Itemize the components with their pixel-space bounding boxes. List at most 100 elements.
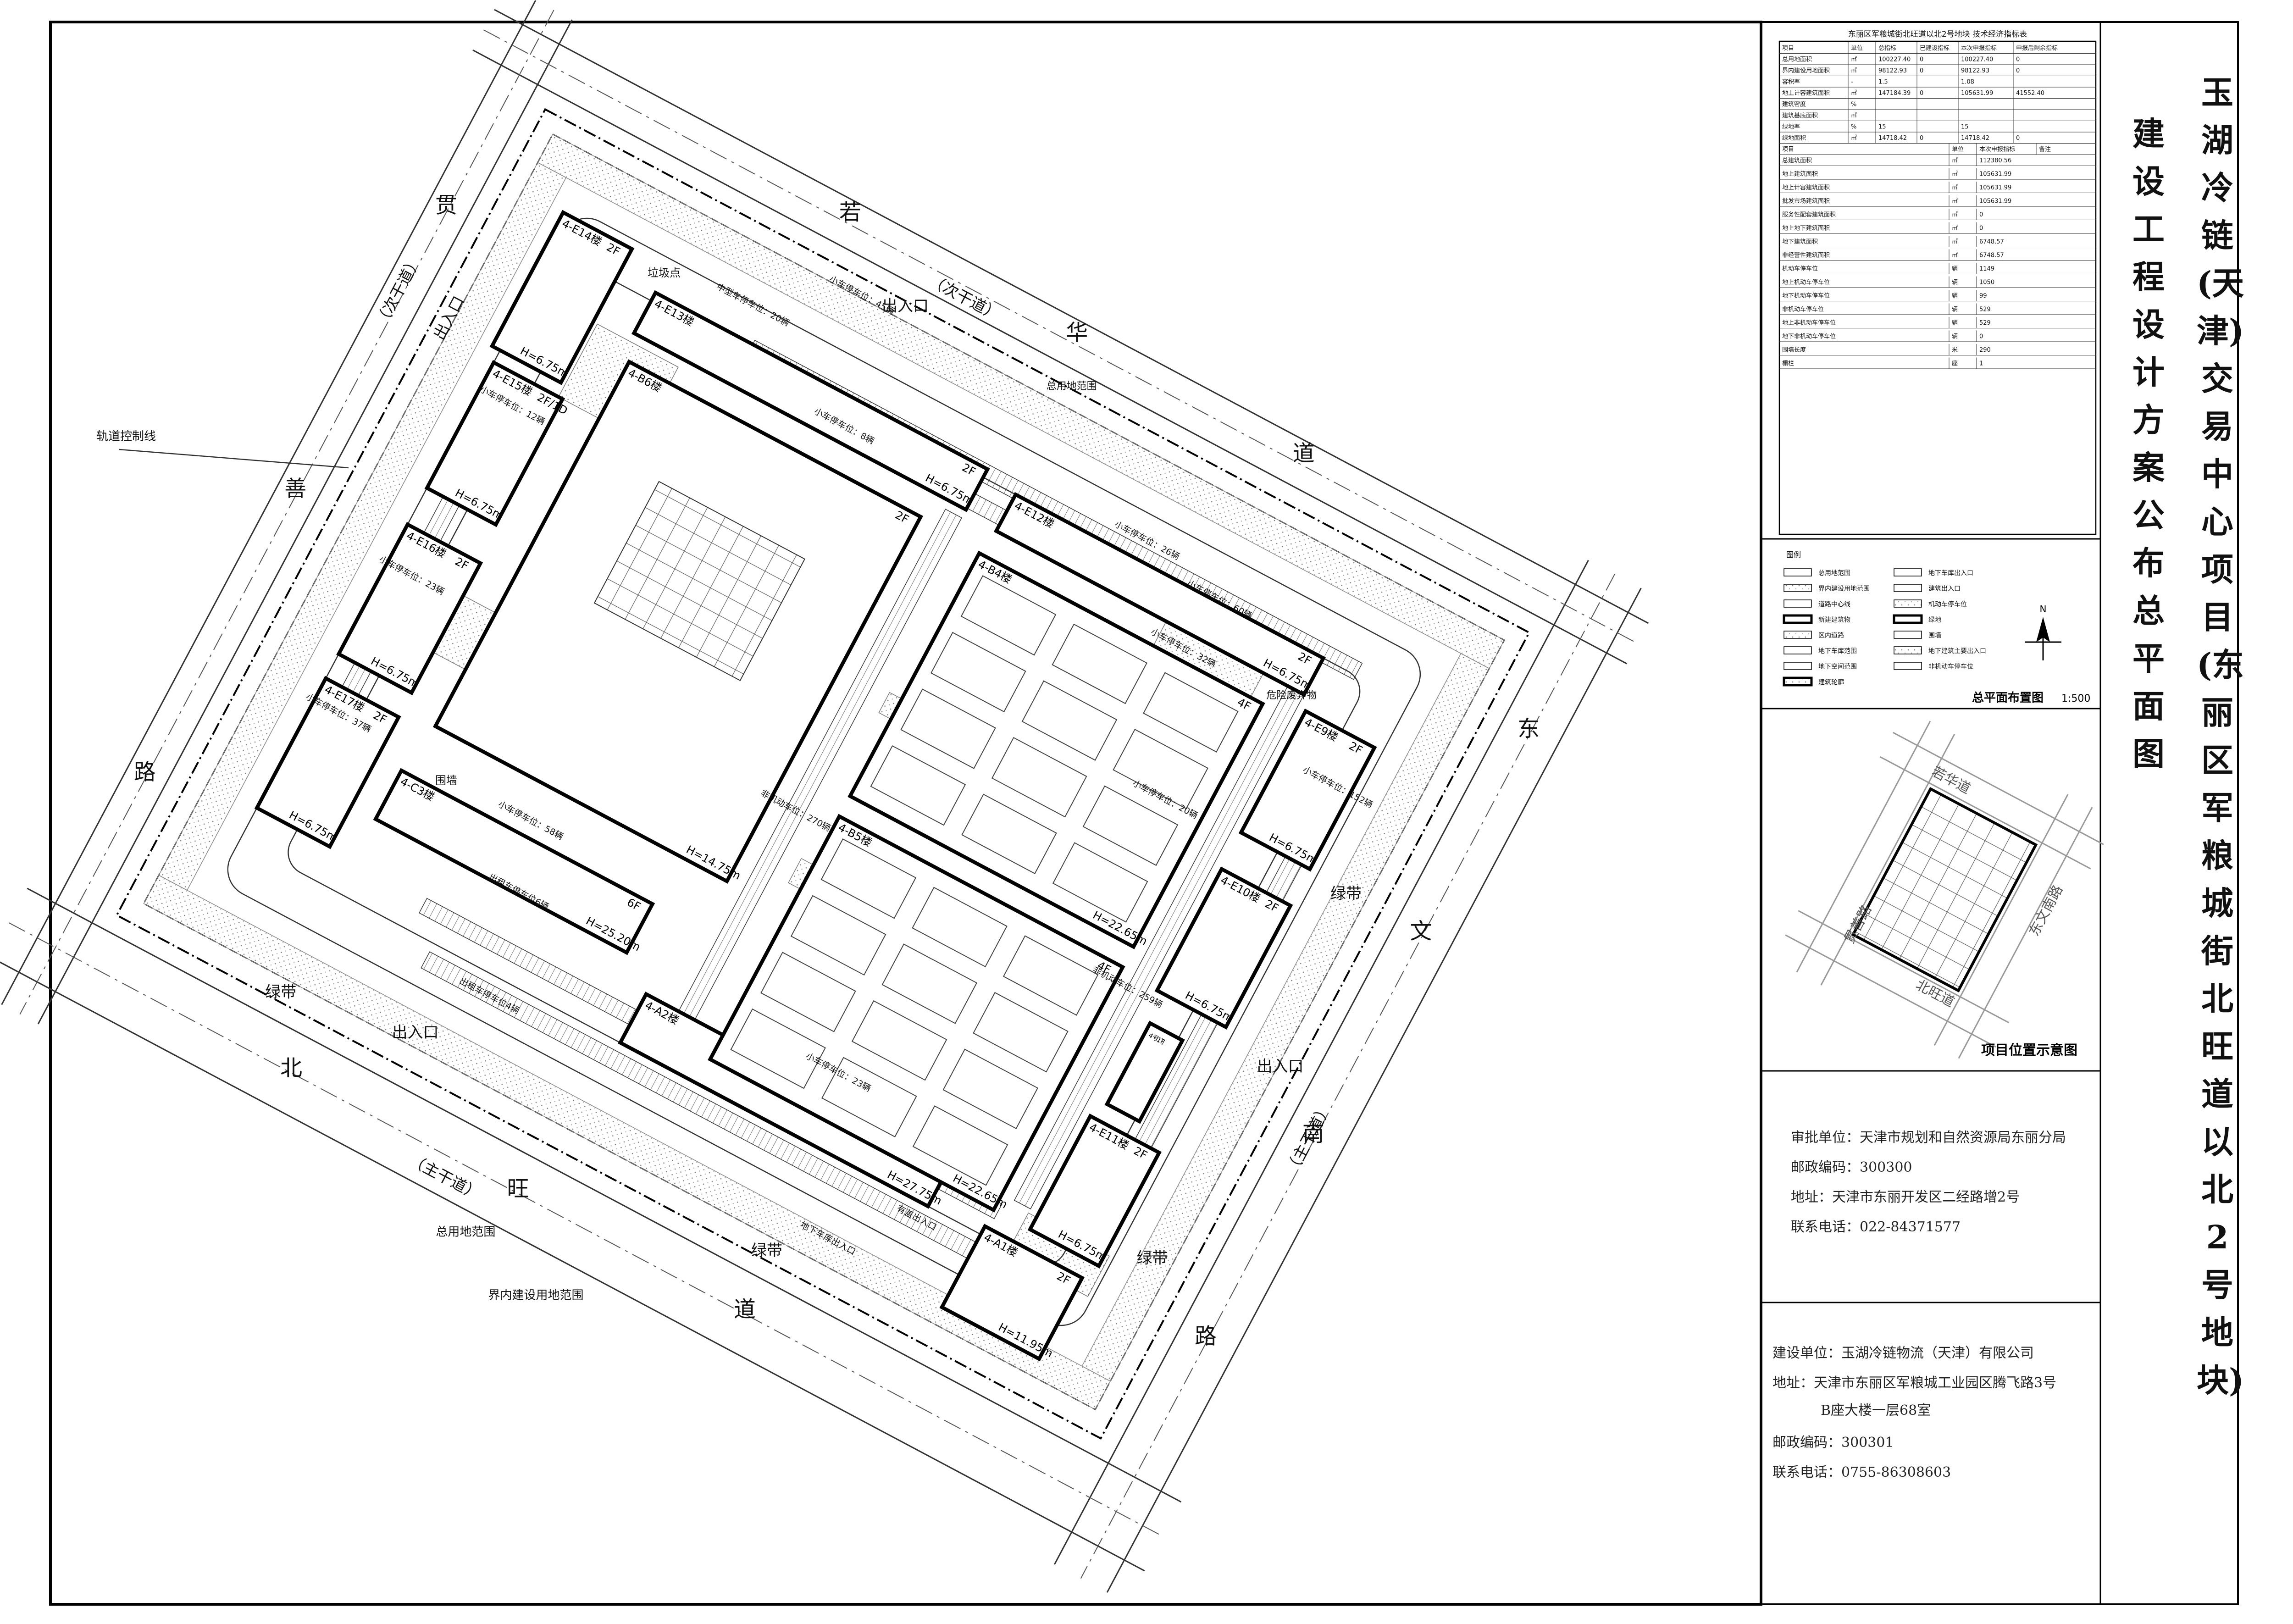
- table-cell: 0: [2016, 135, 2020, 142]
- label-green: 绿带: [265, 983, 296, 1001]
- buildings: 4-E14楼2FH=6.75m4-E15楼2F/1DH=6.75m4-E16楼2…: [254, 210, 1377, 1362]
- table-cell: 辆: [1952, 306, 1958, 313]
- table-cell: 105631.99: [1961, 90, 1993, 97]
- title-char: 地: [2201, 1314, 2233, 1352]
- table-cell: 1050: [1979, 279, 1994, 286]
- title-char: 图: [2132, 735, 2165, 773]
- table-cell: 辆: [1952, 266, 1958, 272]
- road-name-right: 南: [1302, 1121, 1324, 1147]
- building-floors: 1F: [1155, 1036, 1165, 1046]
- table-cell: ㎡: [1952, 211, 1958, 218]
- title-char: 块): [2197, 1361, 2244, 1399]
- table-cell: 147184.39: [1878, 90, 1911, 97]
- label-entrance: 出入口: [1257, 1057, 1303, 1075]
- legend-title: 图例: [1786, 550, 1801, 559]
- label-wall: 围墙: [435, 774, 457, 787]
- building-outline: [336, 522, 483, 695]
- table-cell: 辆: [1952, 320, 1958, 327]
- table-cell: ㎡: [1952, 157, 1958, 164]
- location-road-right: 东文南路: [2026, 882, 2066, 938]
- legend-swatch: [1783, 631, 1812, 639]
- unit-cell: [1021, 680, 1118, 761]
- title-char: 丽: [2201, 693, 2233, 732]
- location-road-edge: [1796, 721, 1931, 973]
- title-char: 北: [2201, 980, 2233, 1018]
- table-cell: 建筑基底面积: [1782, 112, 1818, 119]
- label-rail: 轨道控制线: [96, 430, 156, 443]
- legend-swatch: [1894, 584, 1922, 592]
- table-cell: 0: [1979, 211, 1983, 218]
- road-name-left: 路: [134, 759, 156, 785]
- table-cell: 0: [2016, 56, 2020, 63]
- table-cell: ㎡: [1952, 238, 1958, 245]
- legend-swatch: [1783, 662, 1812, 670]
- table-cell: 529: [1979, 320, 1991, 327]
- table-cell: 总建筑面积: [1782, 157, 1812, 164]
- legend-swatch: [1894, 568, 1922, 576]
- unit-cell: [942, 1048, 1039, 1130]
- table-cell: 15: [1961, 124, 1969, 131]
- table-cell: 6748.57: [1979, 252, 2004, 259]
- title-char: 区: [2201, 741, 2233, 779]
- legend-table: 图例总用地范围界内建设用地范围道路中心线新建建筑物区内道路地下车库范围地下空间范…: [1783, 550, 2090, 705]
- table-cell: ㎡: [1952, 171, 1958, 178]
- road-name-top: 若: [839, 200, 861, 225]
- road-name-bottom: 旺: [507, 1176, 529, 1202]
- title-char: 方: [2132, 401, 2165, 439]
- table-cell: 地下机动车停车位: [1782, 292, 1830, 299]
- table-cell: 1.5: [1878, 79, 1888, 86]
- unit-cell: [1113, 728, 1208, 809]
- title-char: 军: [2201, 789, 2233, 827]
- table-cell: 0: [1979, 225, 1983, 232]
- label-green: 绿带: [1330, 885, 1362, 903]
- label-waste: 危险废弃物: [1266, 690, 1317, 701]
- legend-swatch: [1783, 584, 1812, 592]
- road-name-left: 贯: [435, 192, 457, 218]
- title-char: 建: [2132, 115, 2165, 153]
- title-char: (天: [2197, 264, 2244, 302]
- table-header-cell: 本次申报指标: [1979, 146, 2015, 153]
- table-cell: 米: [1952, 347, 1958, 354]
- label-trash: 垃圾点: [648, 266, 681, 279]
- table-cell: 非经营性建筑面积: [1782, 252, 1830, 259]
- legend-label: 建筑出入口: [1928, 585, 1961, 593]
- title-char: 城: [2201, 884, 2233, 922]
- label-entrance: 出入口: [392, 1023, 438, 1042]
- legend-swatch: [1783, 676, 1813, 687]
- rail-control-line: [119, 449, 349, 469]
- table-header-cell: 项目: [1782, 146, 1794, 153]
- title-char: 公: [2132, 496, 2165, 534]
- table-cell: 14718.42: [1878, 135, 1907, 142]
- building-outline: [847, 550, 1265, 949]
- table-cell: 地下建筑面积: [1782, 238, 1818, 245]
- road-class-right: （主干道）: [1282, 1100, 1335, 1177]
- table-cell: 98122.93: [1878, 67, 1907, 74]
- table-cell: 0: [1920, 67, 1923, 74]
- title-char: 设: [2132, 305, 2165, 344]
- unit-cell: [961, 793, 1057, 875]
- total-land-boundary: [115, 108, 1531, 1440]
- location-site-block: [1851, 787, 2038, 993]
- legend-label: 总用地范围: [1818, 569, 1850, 577]
- table-cell: ㎡: [1952, 198, 1958, 205]
- approval-address: 地址：天津市东丽开发区二经路增2号: [1791, 1189, 2020, 1205]
- road-name-top: 道: [1293, 441, 1315, 466]
- road-name-left: 善: [284, 476, 306, 501]
- legend-swatch: [1783, 599, 1812, 608]
- table-header-cell: 项目: [1782, 45, 1794, 52]
- unit-cell: [821, 1057, 917, 1138]
- table-cell: %: [1851, 124, 1856, 131]
- table-cell: 15: [1878, 124, 1886, 131]
- unit-cell: [730, 1008, 826, 1089]
- road-class-top: （次干道）: [925, 272, 1003, 324]
- label-green: 绿带: [1137, 1249, 1168, 1267]
- legend-label: 建筑轮廓: [1818, 678, 1844, 686]
- legend-label: 绿地: [1928, 616, 1941, 624]
